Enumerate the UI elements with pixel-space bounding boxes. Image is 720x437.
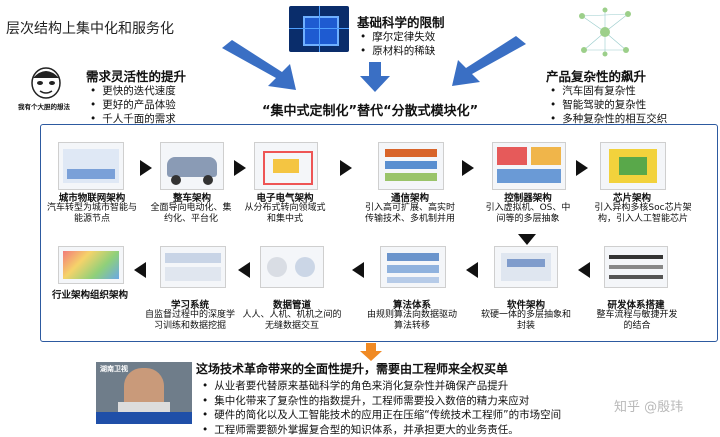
flow-arrow-right [234, 160, 246, 176]
node-controller-desc: 引入虚拟机、OS、中间等的多层抽象 [484, 203, 572, 225]
flow-arrow-right [576, 160, 588, 176]
node-city-iot-name: 城市物联网架构 [52, 190, 132, 204]
conclusion-bullet: 集中化带来了复杂性的指数提升，工程师需要投入数倍的精力来应对 [202, 394, 561, 409]
node-communication-name: 通信架构 [370, 190, 450, 204]
flow-arrow-right [462, 160, 474, 176]
flow-arrow-down [518, 234, 536, 245]
left-blue-arrow [222, 40, 296, 90]
flow-arrow-right [140, 160, 152, 176]
chip-architecture-thumbnail [600, 142, 666, 190]
right-blue-arrow [452, 36, 526, 86]
data-pipeline-thumbnail [260, 246, 324, 288]
node-learning-name: 学习系统 [150, 297, 230, 311]
conclusion-bullet: 工程师需要额外掌握复合型的知识体系，并承担更大的业务责任。 [202, 423, 561, 437]
node-algorithm-desc: 由规则算法向数据驱动算法转移 [366, 310, 458, 332]
watermark: 知乎 @殷玮 [614, 396, 683, 415]
ee-architecture-thumbnail [254, 142, 318, 190]
flow-arrow-right [340, 160, 352, 176]
rd-system-thumbnail [604, 246, 668, 288]
conclusion-bullet: 从业者要代替原来基础科学的角色来消化复杂性并确保产品提升 [202, 379, 561, 394]
node-algorithm-name: 算法体系 [372, 297, 452, 311]
node-ee-name: 电子电气架构 [245, 190, 325, 204]
video-thumbnail: 湖南卫视 [96, 362, 192, 424]
flow-arrow-left [466, 262, 478, 278]
node-chip-desc: 引入异构多核Soc芯片架构，引入人工智能芯片 [588, 203, 698, 225]
node-ee-desc: 从分布式转向领域式和集中式 [244, 203, 326, 225]
node-learning-desc: 自监督过程中的深度学习训练和数据挖掘 [144, 310, 236, 332]
flow-arrow-left [134, 262, 146, 278]
node-industry-org-name: 行业架构组织架构 [50, 290, 130, 302]
node-data-pipeline-desc: 人人、人机、机机之间的无缝数据交互 [242, 310, 342, 332]
learning-system-thumbnail [160, 246, 226, 288]
conclusion-section: 这场技术革命带来的全面性提升，需要由工程师来全权买单 从业者要代替原来基础科学的… [196, 360, 561, 437]
node-software-desc: 软硬一体的多层抽象和封装 [478, 310, 574, 332]
node-communication-desc: 引入高可扩展、高实时传输技术、多机制并用 [362, 203, 458, 225]
node-chip-name: 芯片架构 [592, 190, 672, 204]
software-architecture-thumbnail [494, 246, 558, 288]
video-channel-logo: 湖南卫视 [100, 364, 128, 374]
orange-down-arrow [360, 343, 382, 361]
center-blue-arrow [360, 62, 390, 92]
conclusion-title: 这场技术革命带来的全面性提升，需要由工程师来全权买单 [196, 360, 561, 377]
flow-arrow-left [238, 262, 250, 278]
flow-arrow-left [352, 262, 364, 278]
flow-arrow-left [578, 262, 590, 278]
vehicle-architecture-thumbnail [160, 142, 224, 190]
node-vehicle-name: 整车架构 [152, 190, 232, 204]
algorithm-system-thumbnail [380, 246, 446, 288]
communication-architecture-thumbnail [378, 142, 444, 190]
node-city-iot-desc: 汽车转型为城市智能与能源节点 [46, 203, 138, 225]
conclusion-bullet: 硬件的简化以及人工智能技术的应用正在压缩“传统技术工程师”的市场空间 [202, 408, 561, 423]
node-data-pipeline-name: 数据管道 [252, 297, 332, 311]
node-vehicle-desc: 全面导向电动化、集约化、平台化 [148, 203, 234, 225]
center-statement: “集中式定制化”替代“分散式模块化” [262, 100, 478, 119]
node-rd-name: 研发体系搭建 [596, 297, 676, 311]
city-iot-thumbnail [58, 142, 124, 190]
industry-org-thumbnail [58, 246, 124, 284]
node-software-name: 软件架构 [486, 297, 566, 311]
node-controller-name: 控制器架构 [488, 190, 568, 204]
node-rd-desc: 整车流程与敏捷开发的结合 [594, 310, 680, 332]
controller-architecture-thumbnail [492, 142, 566, 190]
